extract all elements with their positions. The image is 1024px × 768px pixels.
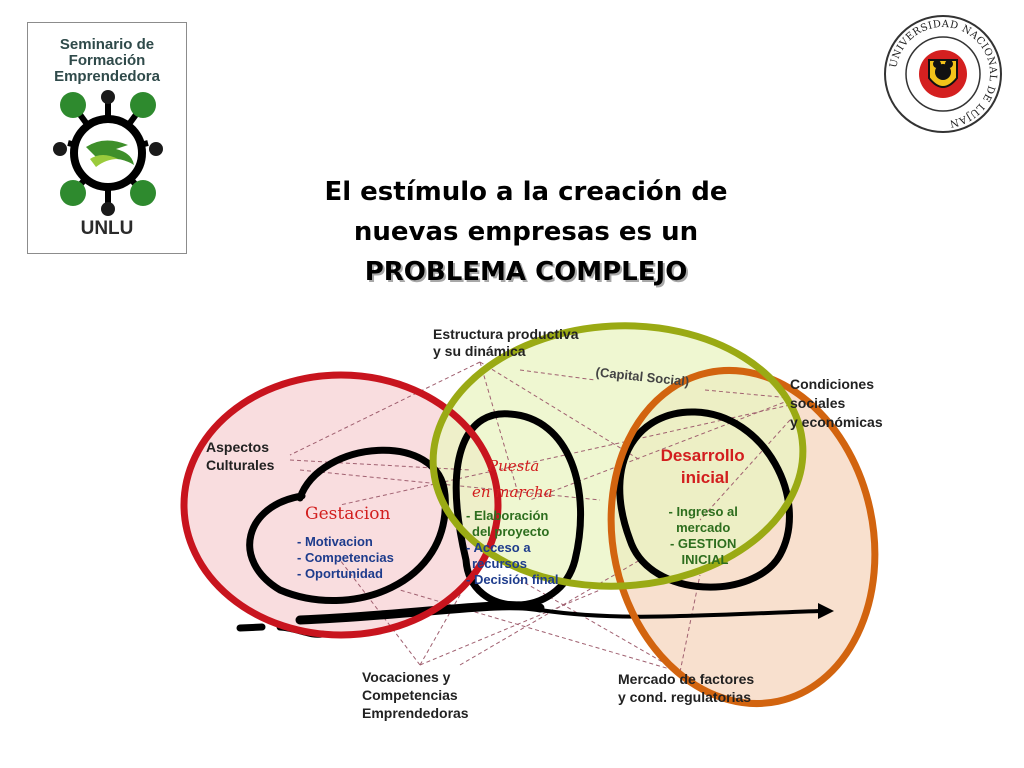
title-line-1: El estímulo a la creación de — [324, 177, 728, 207]
gestacion-items: - Motivacion - Competencias - Oportunida… — [297, 534, 397, 581]
logo-line-2: Formación — [68, 52, 146, 69]
label-vocaciones: Vocaciones y Competencias Emprendedoras — [362, 669, 469, 721]
logo-line-1: Seminario de — [59, 36, 155, 53]
label-aspectos: Aspectos Culturales — [206, 439, 275, 473]
gestacion-title: Gestacion — [305, 504, 391, 524]
logo-unlu: UNLU — [80, 218, 134, 239]
red-ellipse — [180, 371, 502, 639]
slide-title: El estímulo a la creación de nuevas empr… — [270, 172, 782, 292]
title-line-2: nuevas empresas es un — [353, 217, 699, 247]
label-estructura: Estructura productiva y su dinámica — [433, 326, 582, 359]
seminario-logo: Seminario de Formación Emprendedora UNLU — [27, 22, 187, 254]
label-condiciones: Condiciones sociales y económicas — [790, 376, 883, 430]
olive-ellipse — [429, 322, 807, 590]
desarrollo-title: Desarrollo inicial — [661, 446, 750, 487]
process-arrow — [236, 408, 822, 638]
puesta-items: - Elaboración del proyecto - Acceso a re… — [466, 508, 558, 587]
university-seal: UNIVERSIDAD NACIONAL DE LUJAN — [884, 15, 1002, 133]
label-mercado: Mercado de factores y cond. regulatorias — [618, 671, 758, 705]
puesta-title: Puesta en marcha — [472, 457, 553, 501]
logo-line-3: Emprendedora — [54, 68, 160, 85]
title-line-3: PROBLEMA COMPLEJO — [364, 257, 688, 287]
desarrollo-items: - Ingreso al mercado - GESTION INICIAL — [669, 504, 742, 567]
network-emblem-icon — [53, 90, 163, 216]
orange-ellipse — [607, 366, 879, 708]
arrowhead-icon — [818, 603, 834, 619]
